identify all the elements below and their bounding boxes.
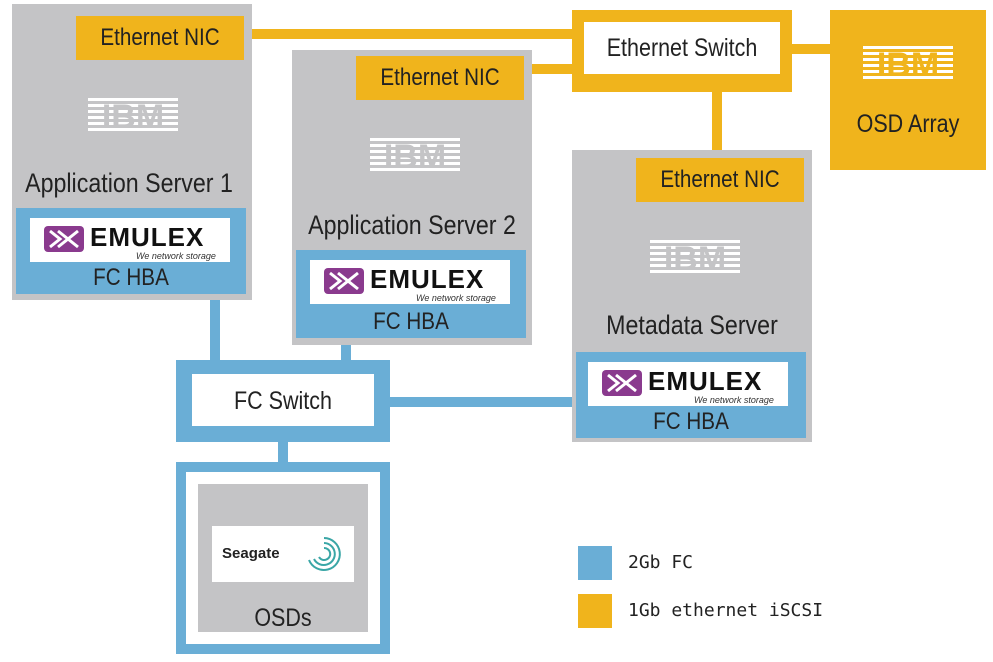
app-server-1-nic-label: Ethernet NIC (100, 24, 220, 51)
osd-array: IBM OSD Array (830, 10, 986, 170)
ethernet-switch: Ethernet Switch (572, 10, 792, 92)
svg-text:IBM: IBM (384, 138, 446, 172)
ethernet-switch-panel (584, 22, 780, 74)
app-server-2-label: Application Server 2 (308, 210, 516, 240)
svg-text:IBM: IBM (664, 240, 726, 274)
metadata-server-nic: Ethernet NIC (636, 158, 804, 202)
legend-swatch-ethernet (578, 594, 612, 628)
fc-switch: FC Switch (176, 360, 390, 442)
metadata-server-label: Metadata Server (606, 310, 778, 340)
metadata-server-nic-label: Ethernet NIC (660, 166, 780, 193)
seagate-swirl-icon (308, 537, 341, 571)
fc-link-metadata-switch (390, 397, 580, 407)
osd-array-label: OSD Array (856, 110, 960, 138)
app-server-2-nic: Ethernet NIC (356, 56, 524, 100)
legend-label-ethernet: 1Gb ethernet iSCSI (628, 600, 824, 621)
emulex-tagline: We network storage (694, 395, 774, 405)
emulex-logo: EMULEX We network storage (588, 362, 788, 406)
emulex-wordmark: EMULEX (370, 264, 485, 294)
legend-swatch-fc (578, 546, 612, 580)
svg-text:IBM: IBM (102, 98, 164, 132)
app-server-1-hba: EMULEX We network storage FC HBA (16, 208, 246, 294)
osds: Seagate OSDs (176, 462, 390, 654)
fc-switch-panel (192, 374, 374, 426)
emulex-tagline: We network storage (136, 251, 216, 261)
ibm-logo: IBM (370, 138, 460, 172)
fc-switch-label: FC Switch (234, 387, 332, 415)
emulex-wordmark: EMULEX (90, 222, 205, 252)
ibm-logo: IBM (863, 46, 953, 80)
emulex-logo: EMULEX We network storage (310, 260, 510, 304)
app-server-1-nic: Ethernet NIC (76, 16, 244, 60)
emulex-icon (602, 370, 642, 396)
eth-link-switch-osdarray (790, 44, 832, 54)
fc-link-app1-switch (210, 292, 220, 362)
ibm-logo: IBM (88, 98, 178, 132)
app-server-2-hba: EMULEX We network storage FC HBA (296, 250, 526, 338)
osds-label: OSDs (254, 604, 312, 632)
svg-text:IBM: IBM (877, 46, 939, 80)
seagate-wordmark: Seagate (222, 545, 280, 562)
emulex-icon (324, 268, 364, 294)
metadata-server-hba: EMULEX We network storage FC HBA (576, 352, 806, 438)
app-server-2-hba-label: FC HBA (373, 308, 449, 335)
fc-link-switch-osds (278, 440, 288, 464)
ethernet-switch-label: Ethernet Switch (606, 34, 758, 62)
metadata-server-hba-label: FC HBA (653, 408, 729, 435)
eth-link-app2-switch (510, 64, 580, 74)
ibm-logo: IBM (650, 240, 740, 274)
seagate-logo: Seagate (212, 526, 354, 582)
emulex-icon (44, 226, 84, 252)
fc-link-app2-switch (341, 339, 351, 363)
emulex-wordmark: EMULEX (648, 366, 763, 396)
eth-link-app1-switch (240, 29, 580, 39)
app-server-1-label: Application Server 1 (25, 168, 233, 198)
emulex-tagline: We network storage (416, 293, 496, 303)
app-server-1-hba-label: FC HBA (93, 264, 169, 291)
legend-label-fc: 2Gb FC (628, 552, 694, 573)
emulex-logo: EMULEX We network storage (30, 218, 230, 262)
eth-link-switch-metadata (712, 90, 722, 160)
app-server-2-nic-label: Ethernet NIC (380, 64, 500, 91)
